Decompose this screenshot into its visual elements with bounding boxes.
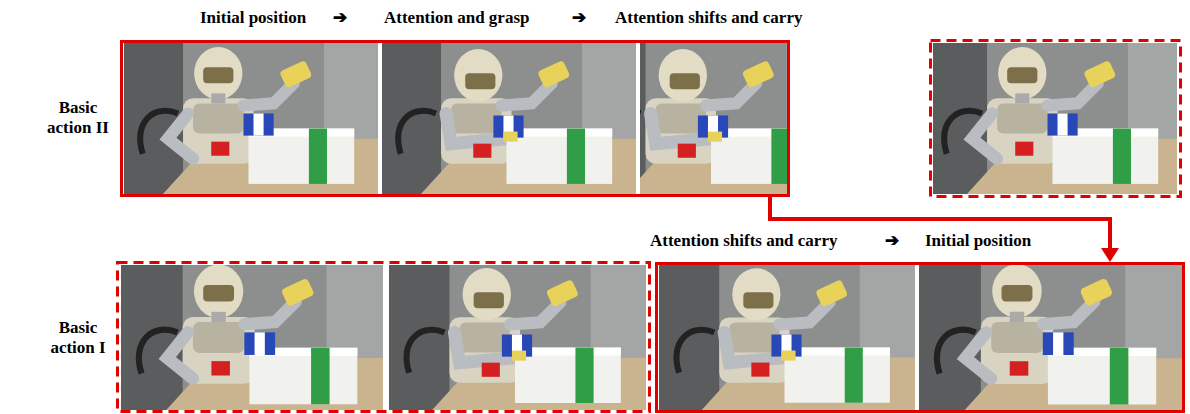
robot-photo <box>389 262 646 413</box>
step-heading: Attention shifts and carry <box>615 8 802 28</box>
sequence-arrow: ➔ <box>885 231 899 251</box>
step-heading: Attention shifts and carry <box>650 231 837 251</box>
sequence-arrow: ➔ <box>333 8 347 28</box>
robot-photo <box>381 43 638 194</box>
frame-box: Initial positionAttention and graspAtten… <box>120 40 790 197</box>
robot-photo <box>123 43 380 194</box>
frame-box: Attention shifts and carryInitial positi… <box>655 262 1185 413</box>
step-heading: Initial position <box>925 231 1031 251</box>
row-label: Basic action II <box>36 98 120 139</box>
sequence-arrow: ➔ <box>572 8 586 28</box>
dashed-frame <box>931 41 1181 197</box>
step-heading: Initial position <box>200 8 306 28</box>
robot-photo <box>585 43 842 194</box>
row-label: Basic action I <box>36 318 120 359</box>
dashed-frame <box>118 263 650 412</box>
robot-photo <box>927 43 1184 194</box>
robot-photo <box>659 262 915 413</box>
robot-photo <box>121 260 383 414</box>
robot-photo <box>919 260 1182 414</box>
flow-arrow <box>770 197 1119 262</box>
step-heading: Attention and grasp <box>384 8 529 28</box>
